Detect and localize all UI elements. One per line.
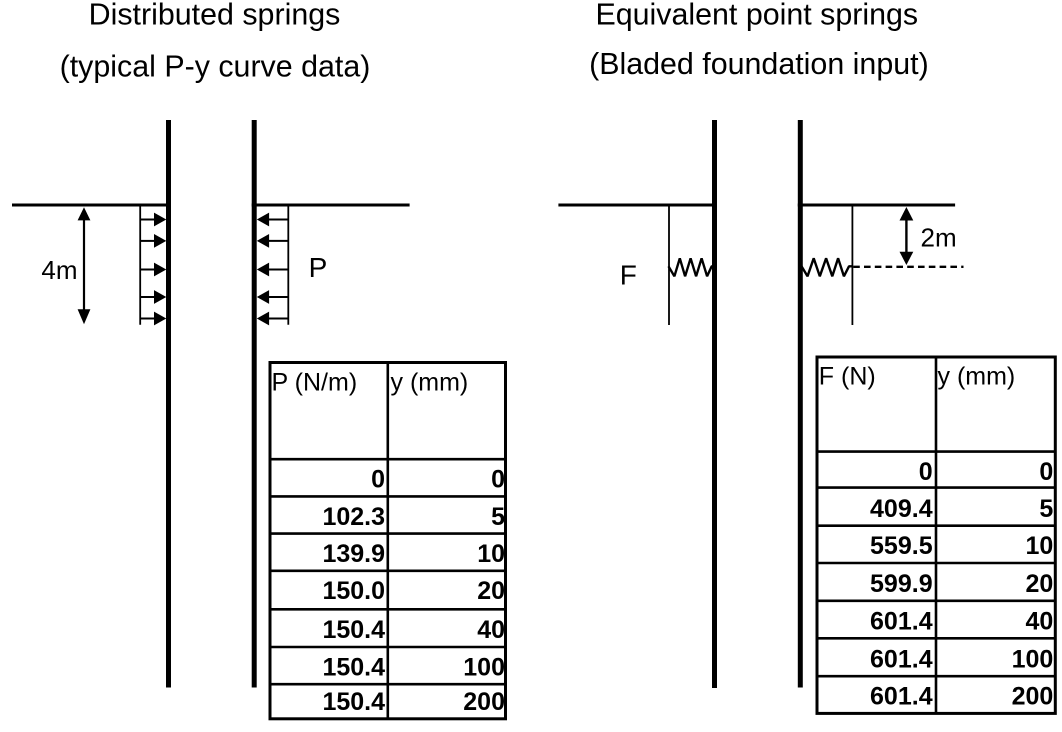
svg-text:0: 0 bbox=[491, 466, 505, 494]
svg-text:5: 5 bbox=[491, 503, 505, 531]
svg-text:4m: 4m bbox=[41, 255, 77, 285]
svg-text:20: 20 bbox=[477, 577, 505, 605]
svg-text:40: 40 bbox=[477, 616, 505, 644]
svg-text:20: 20 bbox=[1025, 570, 1053, 598]
svg-text:150.4: 150.4 bbox=[322, 688, 385, 716]
svg-text:139.9: 139.9 bbox=[322, 540, 385, 568]
svg-text:601.4: 601.4 bbox=[870, 608, 933, 636]
svg-text:0: 0 bbox=[371, 466, 385, 494]
svg-text:y (mm): y (mm) bbox=[938, 362, 1016, 390]
svg-text:10: 10 bbox=[1025, 532, 1053, 560]
svg-text:150.0: 150.0 bbox=[322, 577, 385, 605]
svg-text:(Bladed foundation input): (Bladed foundation input) bbox=[589, 47, 929, 81]
svg-text:F: F bbox=[620, 259, 637, 290]
svg-text:F (N): F (N) bbox=[819, 362, 876, 390]
svg-text:10: 10 bbox=[477, 540, 505, 568]
svg-text:200: 200 bbox=[1012, 683, 1054, 711]
svg-text:P (N/m): P (N/m) bbox=[272, 368, 358, 396]
svg-text:Equivalent point springs: Equivalent point springs bbox=[595, 0, 918, 31]
svg-text:100: 100 bbox=[463, 653, 505, 681]
svg-text:5: 5 bbox=[1039, 495, 1053, 523]
svg-text:0: 0 bbox=[1039, 458, 1053, 486]
svg-text:599.9: 599.9 bbox=[870, 570, 933, 598]
svg-text:(typical P-y curve data): (typical P-y curve data) bbox=[60, 50, 371, 84]
svg-text:0: 0 bbox=[919, 458, 933, 486]
svg-text:150.4: 150.4 bbox=[322, 653, 385, 681]
svg-text:409.4: 409.4 bbox=[870, 495, 933, 523]
svg-text:559.5: 559.5 bbox=[870, 532, 933, 560]
svg-text:y (mm): y (mm) bbox=[391, 368, 469, 396]
svg-text:150.4: 150.4 bbox=[322, 616, 385, 644]
svg-text:40: 40 bbox=[1025, 608, 1053, 636]
svg-text:2m: 2m bbox=[921, 222, 957, 252]
svg-text:Distributed springs: Distributed springs bbox=[89, 0, 341, 32]
svg-text:P: P bbox=[309, 252, 328, 283]
svg-text:601.4: 601.4 bbox=[870, 645, 933, 673]
svg-text:100: 100 bbox=[1012, 645, 1054, 673]
svg-text:102.3: 102.3 bbox=[322, 503, 385, 531]
svg-text:200: 200 bbox=[463, 688, 505, 716]
svg-text:601.4: 601.4 bbox=[870, 683, 933, 711]
